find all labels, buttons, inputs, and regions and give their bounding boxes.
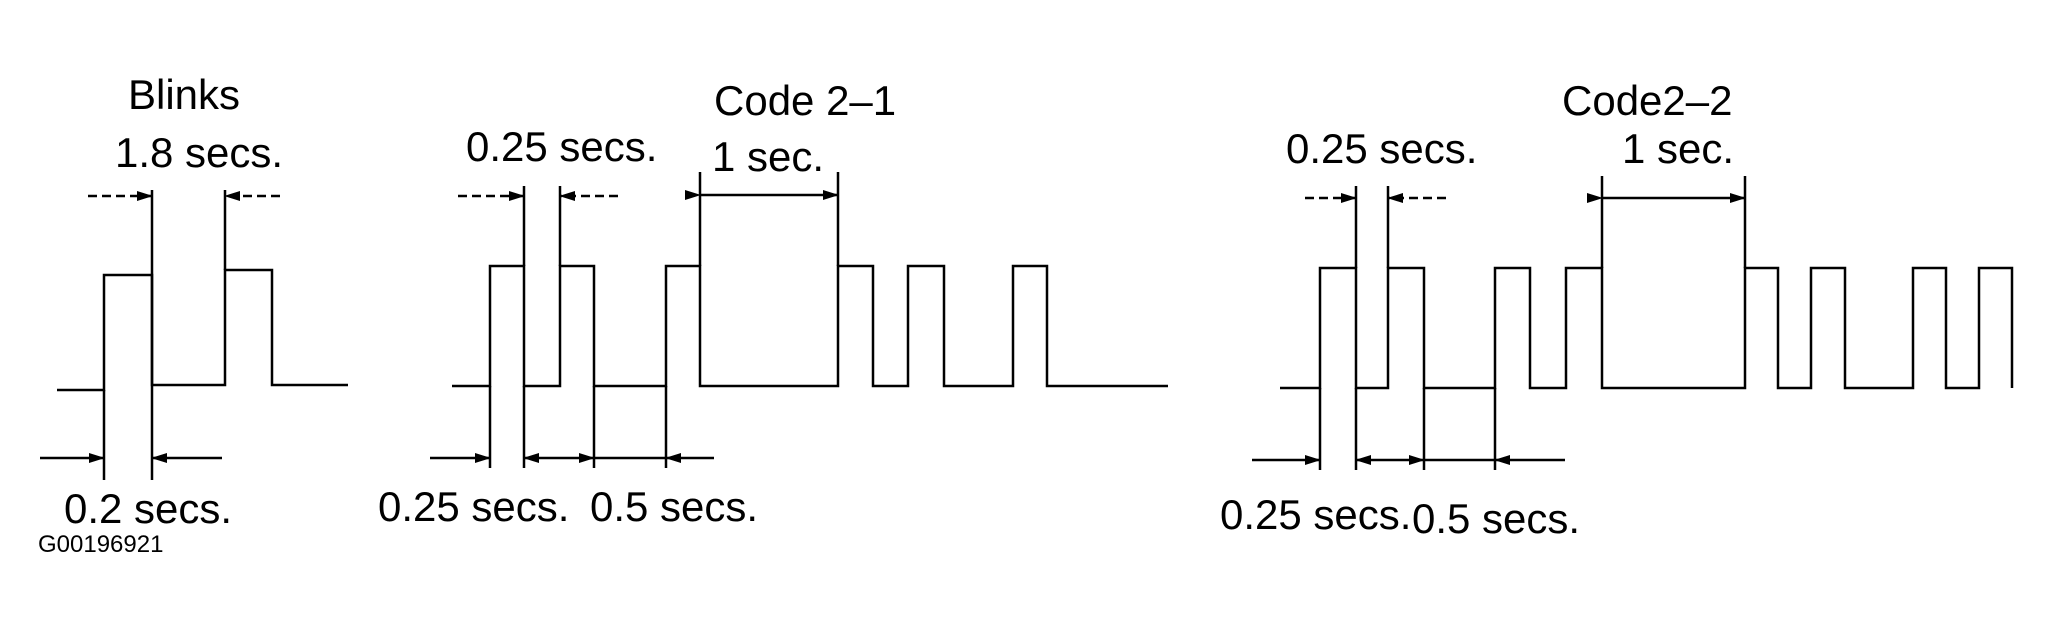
- code21-waveform: [452, 264, 1168, 388]
- code22-pulse-label: 0.25 secs.: [1286, 125, 1478, 172]
- code21-gap-label: 0.5 secs.: [590, 483, 759, 530]
- code21-pulse-label: 0.25 secs.: [466, 123, 658, 170]
- code22-waveform: [1280, 266, 2014, 390]
- code22-title: Code2–2: [1562, 77, 1733, 124]
- blinks-waveform: [57, 268, 348, 392]
- code22-gap-label: 0.5 secs.: [1412, 495, 1581, 542]
- code21-title: Code 2–1: [714, 77, 897, 124]
- code22-pulse-low-label: 0.25 secs.: [1220, 491, 1412, 538]
- figure-id: G00196921: [38, 531, 164, 558]
- blinks-title: Blinks: [128, 71, 241, 118]
- code22-pause-label: 1 sec.: [1622, 125, 1735, 172]
- blinks-gap-duration-label: 0.2 secs.: [64, 485, 233, 532]
- blinks-on-duration-label: 1.8 secs.: [115, 129, 284, 176]
- code21-pause-label: 1 sec.: [712, 133, 825, 180]
- code21-pulse-low-label: 0.25 secs.: [378, 483, 570, 530]
